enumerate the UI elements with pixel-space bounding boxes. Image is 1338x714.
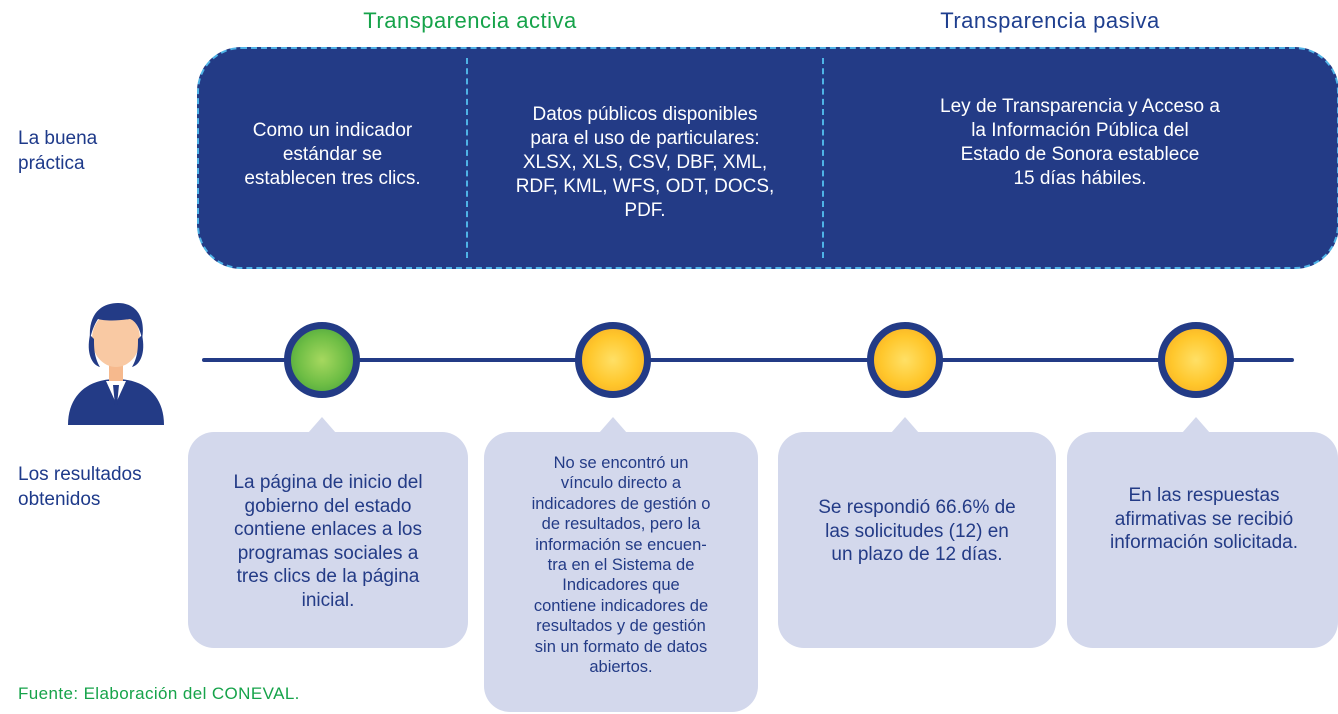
result-line: Se respondió 66.6% de <box>818 497 1016 518</box>
result-line: contiene enlaces a los <box>233 519 422 540</box>
practice-line: Datos públicos disponibles <box>532 104 758 125</box>
bubble-tail <box>599 417 627 433</box>
practice-divider <box>822 58 824 258</box>
practice-line: para el uso de particulares: <box>530 128 760 149</box>
header-transparencia-pasiva: Transparencia pasiva <box>940 8 1160 33</box>
result-line: las solicitudes (12) en <box>825 520 1009 542</box>
result-text-3: Se respondió 66.6% de las solicitudes (1… <box>782 496 1052 567</box>
result-line: un plazo de 12 días. <box>831 544 1003 565</box>
result-text-1: La página de inicio del gobierno del est… <box>192 471 464 612</box>
status-node-yellow <box>867 322 943 398</box>
result-line: afirmativas se recibió <box>1114 508 1294 530</box>
status-node-green <box>284 322 360 398</box>
result-line: vínculo directo a <box>560 474 682 493</box>
bubble-tail <box>1182 417 1210 433</box>
status-node-yellow <box>1158 322 1234 398</box>
row-label-results-line: Los resultados <box>18 464 142 485</box>
result-line: resultados y de gestión <box>536 617 706 636</box>
practice-line: Estado de Sonora establece <box>960 144 1200 165</box>
practice-line: XLSX, XLS, CSV, DBF, XML, <box>522 152 768 173</box>
result-line: inicial. <box>301 589 355 611</box>
result-line: programas sociales a <box>237 542 419 564</box>
result-line: contiene indicadores de <box>533 596 709 615</box>
practice-line: estándar se <box>282 144 383 165</box>
result-line: Indicadores que <box>562 576 680 595</box>
result-line: En las respuestas <box>1128 485 1280 506</box>
result-bubble-3 <box>778 432 1056 648</box>
practice-line: RDF, KML, WFS, ODT, DOCS, <box>515 176 775 197</box>
result-line: gobierno del estado <box>244 495 412 517</box>
row-label-practice-line: práctica <box>18 153 85 174</box>
result-line: información se encuen- <box>535 535 707 554</box>
row-label-results: Los resultados obtenidos <box>18 462 142 512</box>
result-line: tres clics de la página <box>236 566 420 587</box>
timeline-line <box>202 358 1294 362</box>
result-line: de resultados, pero la <box>541 515 701 534</box>
result-text-2: No se encontró un vínculo directo a indi… <box>488 453 754 677</box>
result-line: La página de inicio del <box>233 472 423 493</box>
practice-line: 15 días hábiles. <box>1013 168 1147 189</box>
result-bubble-1 <box>188 432 468 648</box>
result-line: indicadores de gestión o <box>531 494 711 513</box>
result-line: información solicitada. <box>1110 532 1298 553</box>
source-note: Fuente: Elaboración del CONEVAL. <box>18 684 300 703</box>
practice-cell-2: Datos públicos disponibles para el uso d… <box>470 103 820 223</box>
result-line: sin un formato de datos <box>534 637 708 656</box>
row-label-practice: La buena práctica <box>18 126 97 176</box>
result-line: abiertos. <box>589 658 653 677</box>
practice-divider <box>466 58 468 258</box>
result-line: No se encontró un <box>553 454 689 472</box>
practice-cell-1: Como un indicador estándar se establecen… <box>205 119 460 191</box>
result-text-4: En las respuestas afirmativas se recibió… <box>1071 484 1337 555</box>
status-node-yellow <box>575 322 651 398</box>
row-label-practice-line: La buena <box>18 128 98 149</box>
practice-line: PDF. <box>624 200 666 221</box>
practice-line: Ley de Transparencia y Acceso a <box>940 96 1220 117</box>
person-icon <box>60 295 172 425</box>
header-transparencia-activa: Transparencia activa <box>363 8 577 33</box>
practice-line: Como un indicador <box>252 120 413 141</box>
practice-cell-3: Ley de Transparencia y Acceso a la Infor… <box>830 95 1330 191</box>
row-label-results-line: obtenidos <box>18 489 101 510</box>
result-bubble-4 <box>1067 432 1338 648</box>
practice-line: la Información Pública del <box>971 120 1189 141</box>
result-bubble-2 <box>484 432 758 712</box>
result-line: tra en el Sistema de <box>547 556 695 575</box>
practice-line: establecen tres clics. <box>244 168 421 189</box>
practice-box <box>197 47 1338 269</box>
bubble-tail <box>891 417 919 433</box>
bubble-tail <box>308 417 336 433</box>
